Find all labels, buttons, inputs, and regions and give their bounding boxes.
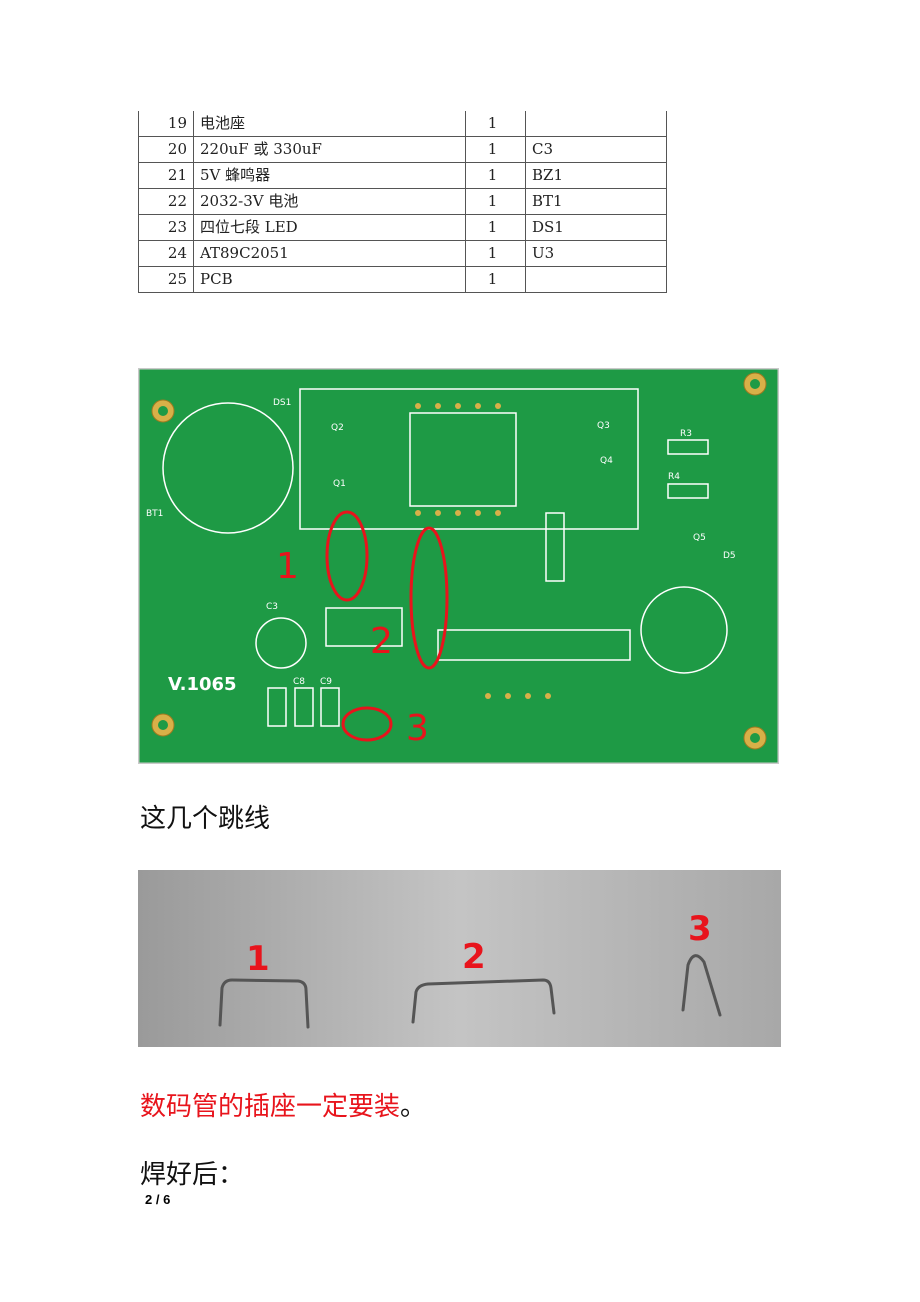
- row-number-cell: 25: [138, 266, 194, 293]
- pcb-label: Q5: [693, 533, 706, 543]
- part-name-cell: 电池座: [193, 111, 466, 137]
- pcb-marker-1: 1: [276, 546, 299, 587]
- quantity-cell: 1: [465, 136, 526, 163]
- note-red-text: 数码管的插座一定要装: [140, 1092, 401, 1122]
- pcb-photo: 1 2 3 V.1065 DS1 BT1 C3 Q1 Q2 Q3 Q4 Q5 R…: [138, 368, 779, 764]
- reference-cell: U3: [525, 240, 667, 267]
- quantity-cell: 1: [465, 266, 526, 293]
- row-number-cell: 23: [138, 214, 194, 241]
- pcb-label: Q1: [333, 479, 346, 489]
- pcb-marker-3: 3: [406, 708, 429, 749]
- reference-cell: [525, 266, 667, 293]
- quantity-cell: 1: [465, 162, 526, 189]
- pcb-marker-2: 2: [370, 621, 393, 662]
- caption-after-soldering: 焊好后：: [140, 1160, 245, 1190]
- pcb-version: V.1065: [168, 674, 237, 695]
- wire-marker-2: 2: [462, 937, 486, 977]
- reference-cell: C3: [525, 136, 667, 163]
- part-name-cell: 5V 蜂鸣器: [193, 162, 466, 189]
- row-number-cell: 21: [138, 162, 194, 189]
- pcb-label: D5: [723, 551, 736, 561]
- quantity-cell: 1: [465, 240, 526, 267]
- part-name-cell: PCB: [193, 266, 466, 293]
- pcb-label: Q4: [600, 456, 613, 466]
- pcb-label: Q3: [597, 421, 610, 431]
- note-socket: 数码管的插座一定要装。: [140, 1086, 426, 1123]
- wire-marker-3: 3: [688, 909, 712, 949]
- reference-cell: [525, 111, 667, 137]
- pcb-label: BT1: [146, 509, 163, 519]
- reference-cell: DS1: [525, 214, 667, 241]
- quantity-cell: 1: [465, 188, 526, 215]
- part-name-cell: 2032-3V 电池: [193, 188, 466, 215]
- part-name-cell: AT89C2051: [193, 240, 466, 267]
- reference-cell: BT1: [525, 188, 667, 215]
- quantity-cell: 1: [465, 214, 526, 241]
- pcb-label: R3: [680, 429, 692, 439]
- part-name-cell: 四位七段 LED: [193, 214, 466, 241]
- quantity-cell: 1: [465, 111, 526, 137]
- pcb-label: C3: [266, 602, 278, 612]
- row-number-cell: 24: [138, 240, 194, 267]
- part-name-cell: 220uF 或 330uF: [193, 136, 466, 163]
- caption-jumpers: 这几个跳线: [140, 804, 271, 834]
- pcb-label: DS1: [273, 398, 291, 408]
- wire-marker-1: 1: [246, 939, 270, 979]
- row-number-cell: 20: [138, 136, 194, 163]
- pcb-label: C9: [320, 677, 332, 687]
- note-period: 。: [400, 1092, 427, 1122]
- reference-cell: BZ1: [525, 162, 667, 189]
- pcb-label: C8: [293, 677, 305, 687]
- pcb-label: R4: [668, 472, 680, 482]
- page-number: 2 / 6: [145, 1192, 171, 1207]
- row-number-cell: 22: [138, 188, 194, 215]
- jumper-wires-photo: 1 2 3: [138, 870, 781, 1047]
- pcb-label: Q2: [331, 423, 344, 433]
- row-number-cell: 19: [138, 111, 194, 137]
